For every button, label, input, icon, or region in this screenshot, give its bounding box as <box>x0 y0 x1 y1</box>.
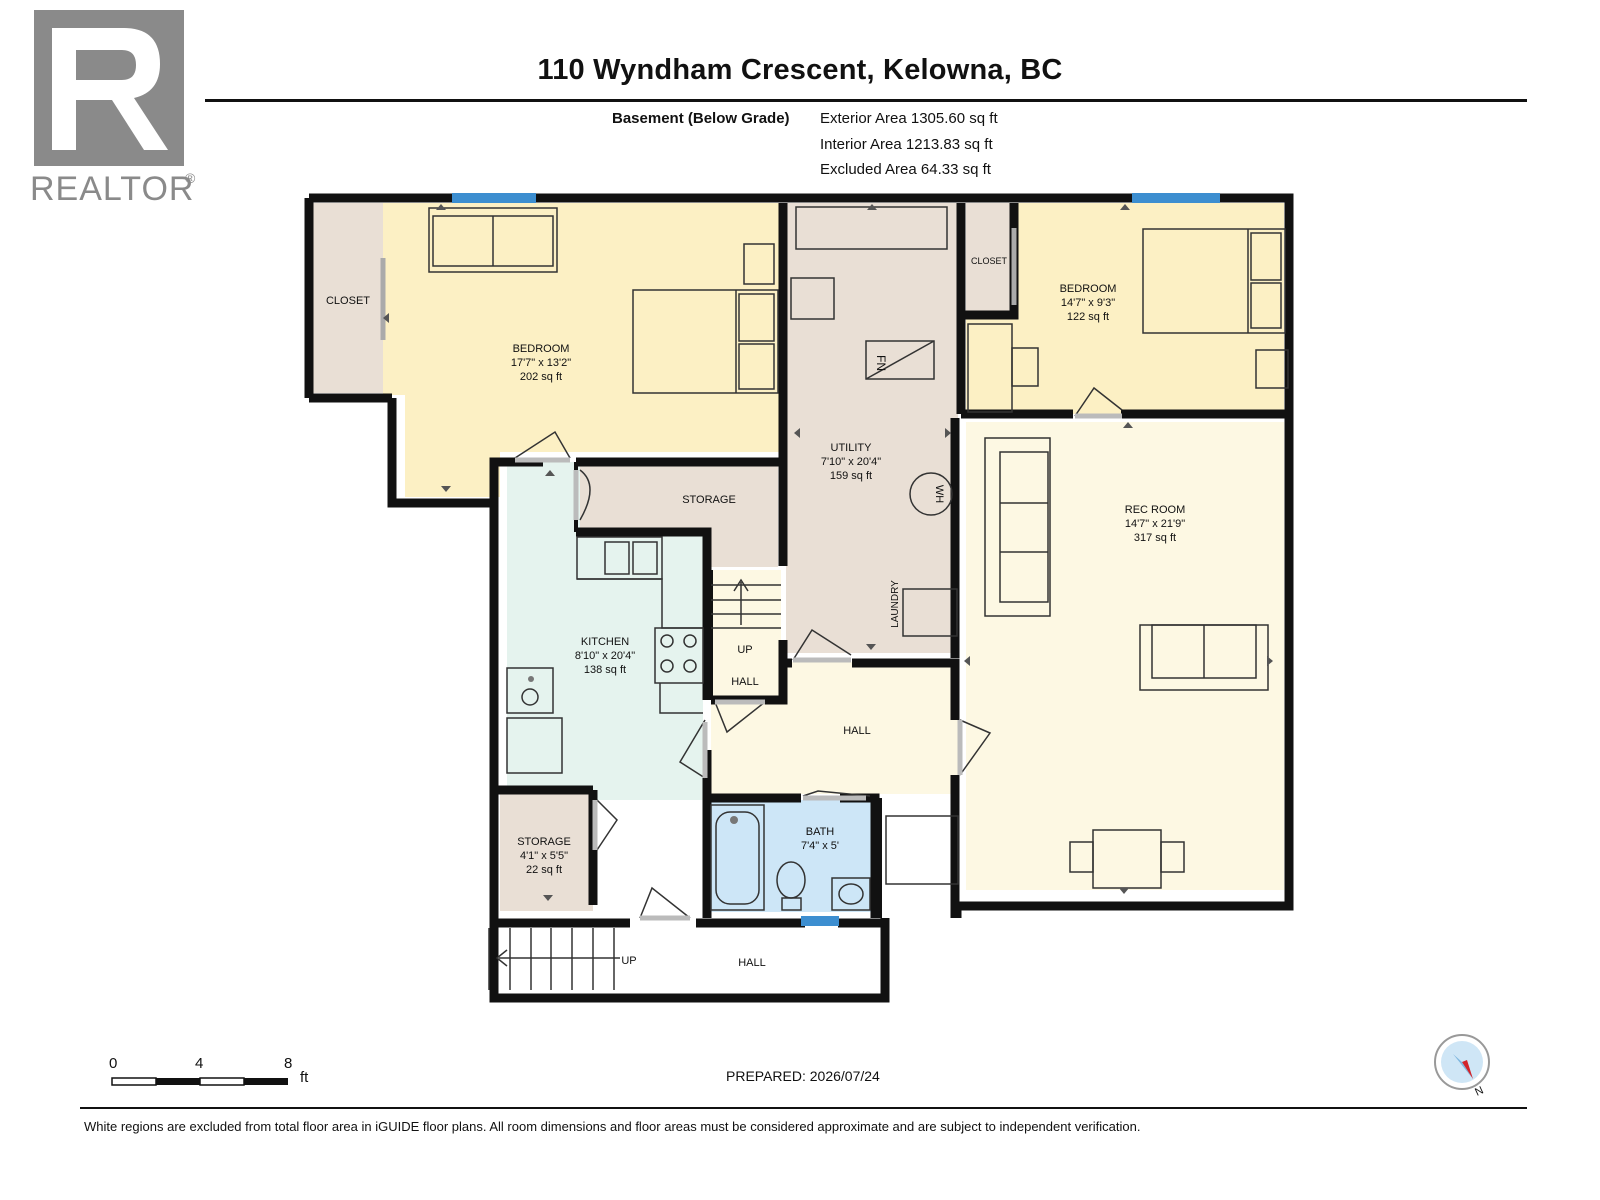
closet-right-fill <box>966 203 1014 315</box>
bedroom-right-dims: 14'7" x 9'3" <box>1061 297 1115 309</box>
registered-mark: ® <box>185 170 196 186</box>
title-divider <box>205 99 1527 102</box>
window <box>452 193 536 203</box>
footer-divider <box>80 1107 1527 1109</box>
storage-top-label: STORAGE <box>682 494 736 506</box>
hall-bottom-fill <box>489 928 877 990</box>
hall-bottom-up-label: UP <box>621 955 636 967</box>
kitchen-label: KITCHEN <box>581 636 629 648</box>
bath-label: BATH <box>806 826 835 838</box>
bedroom-left-label: BEDROOM <box>513 343 570 355</box>
page-title: 110 Wyndham Crescent, Kelowna, BC <box>537 54 1063 86</box>
rec-room-dims: 14'7" x 21'9" <box>1125 518 1185 530</box>
scale-tick-8: 8 <box>284 1055 293 1072</box>
storage-small-label: STORAGE <box>517 836 571 848</box>
bedroom-left-area: 202 sq ft <box>520 371 562 383</box>
kitchen-fill <box>507 462 703 800</box>
exterior-area: Exterior Area 1305.60 sq ft <box>820 110 998 127</box>
scale-tick-4: 4 <box>195 1055 204 1072</box>
compass-icon: N <box>1434 1034 1490 1099</box>
storage-small-fill <box>500 793 593 911</box>
utility-label: UTILITY <box>831 442 873 454</box>
bedroom-left-fill <box>383 203 780 497</box>
closet-left-label: CLOSET <box>326 295 370 307</box>
scale-bar <box>111 1077 288 1086</box>
water-heater-label: WH <box>933 485 945 503</box>
utility-dims: 7'10" x 20'4" <box>821 456 881 468</box>
hall-bottom-label: HALL <box>738 957 766 969</box>
bath-dims: 7'4" x 5' <box>801 840 839 852</box>
kitchen-area: 138 sq ft <box>584 664 626 676</box>
disclaimer: White regions are excluded from total fl… <box>84 1119 1141 1134</box>
utility-area: 159 sq ft <box>830 470 872 482</box>
window <box>801 916 839 926</box>
bedroom-left-dims: 17'7" x 13'2" <box>511 357 571 369</box>
bedroom-right-area: 122 sq ft <box>1067 311 1109 323</box>
hall-mid-fill <box>711 662 958 794</box>
realtor-logo <box>34 10 184 166</box>
compass-north-label: N <box>1473 1084 1485 1098</box>
stair-hall-label: HALL <box>731 676 759 688</box>
bedroom-right-fill <box>966 203 1284 414</box>
storage-small-dims: 4'1" x 5'5" <box>520 850 568 862</box>
interior-area: Interior Area 1213.83 sq ft <box>820 136 993 153</box>
rec-room-fill <box>966 422 1284 890</box>
furnace-label: FN <box>874 355 888 371</box>
rec-room-area: 317 sq ft <box>1134 532 1176 544</box>
kitchen-dims: 8'10" x 20'4" <box>575 650 635 662</box>
scale-unit: ft <box>300 1069 309 1086</box>
storage-small-area: 22 sq ft <box>526 864 562 876</box>
scale-tick-0: 0 <box>109 1055 118 1072</box>
utility-fill <box>786 203 958 653</box>
closet-left-fill <box>313 203 383 393</box>
bedroom-right-label: BEDROOM <box>1060 283 1117 295</box>
prepared-date: PREPARED: 2026/07/24 <box>726 1068 880 1084</box>
excluded-area: Excluded Area 64.33 sq ft <box>820 161 991 178</box>
hall-mid-label: HALL <box>843 725 871 737</box>
level-name: Basement (Below Grade) <box>612 110 790 127</box>
window <box>1132 193 1220 203</box>
laundry-label: LAUNDRY <box>890 580 901 628</box>
realtor-wordmark: REALTOR <box>30 170 195 208</box>
closet-right-label: CLOSET <box>971 256 1008 266</box>
rec-room-label: REC ROOM <box>1125 504 1186 516</box>
stair-up-label: UP <box>737 644 752 656</box>
